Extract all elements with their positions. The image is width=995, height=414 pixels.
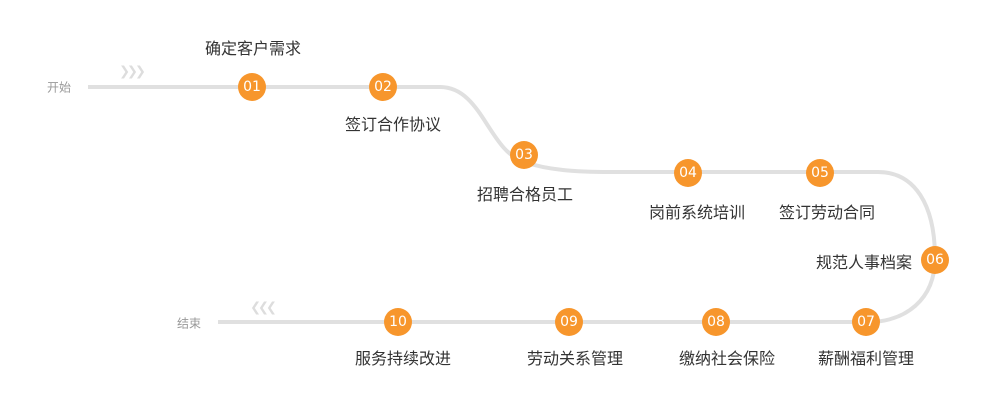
step-node-04: 04 xyxy=(674,159,702,187)
start-label: 开始 xyxy=(46,80,72,95)
back-arrows-icon: ❮❮❮ xyxy=(250,300,277,316)
forward-arrows-icon: ❯❯❯ xyxy=(119,64,146,80)
step-node-02: 02 xyxy=(369,73,397,101)
step-label-07: 薪酬福利管理 xyxy=(817,349,915,368)
step-label-08: 缴纳社会保险 xyxy=(678,349,776,368)
step-node-06: 06 xyxy=(921,246,949,274)
step-node-07: 07 xyxy=(852,308,880,336)
step-node-01: 01 xyxy=(238,73,266,101)
step-label-02: 签订合作协议 xyxy=(344,115,442,134)
step-node-10: 10 xyxy=(384,308,412,336)
step-label-06: 规范人事档案 xyxy=(815,253,912,272)
step-node-08: 08 xyxy=(702,308,730,336)
step-label-09: 劳动关系管理 xyxy=(526,349,624,368)
step-node-03: 03 xyxy=(510,141,538,169)
step-label-10: 服务持续改进 xyxy=(354,349,452,368)
step-node-05: 05 xyxy=(806,159,834,187)
end-label: 结束 xyxy=(176,316,202,331)
track-path xyxy=(88,85,938,324)
step-label-03: 招聘合格员工 xyxy=(476,185,574,204)
step-node-09: 09 xyxy=(555,308,583,336)
step-label-01: 确定客户需求 xyxy=(204,39,302,58)
step-label-04: 岗前系统培训 xyxy=(648,203,746,222)
step-label-05: 签订劳动合同 xyxy=(778,203,876,222)
